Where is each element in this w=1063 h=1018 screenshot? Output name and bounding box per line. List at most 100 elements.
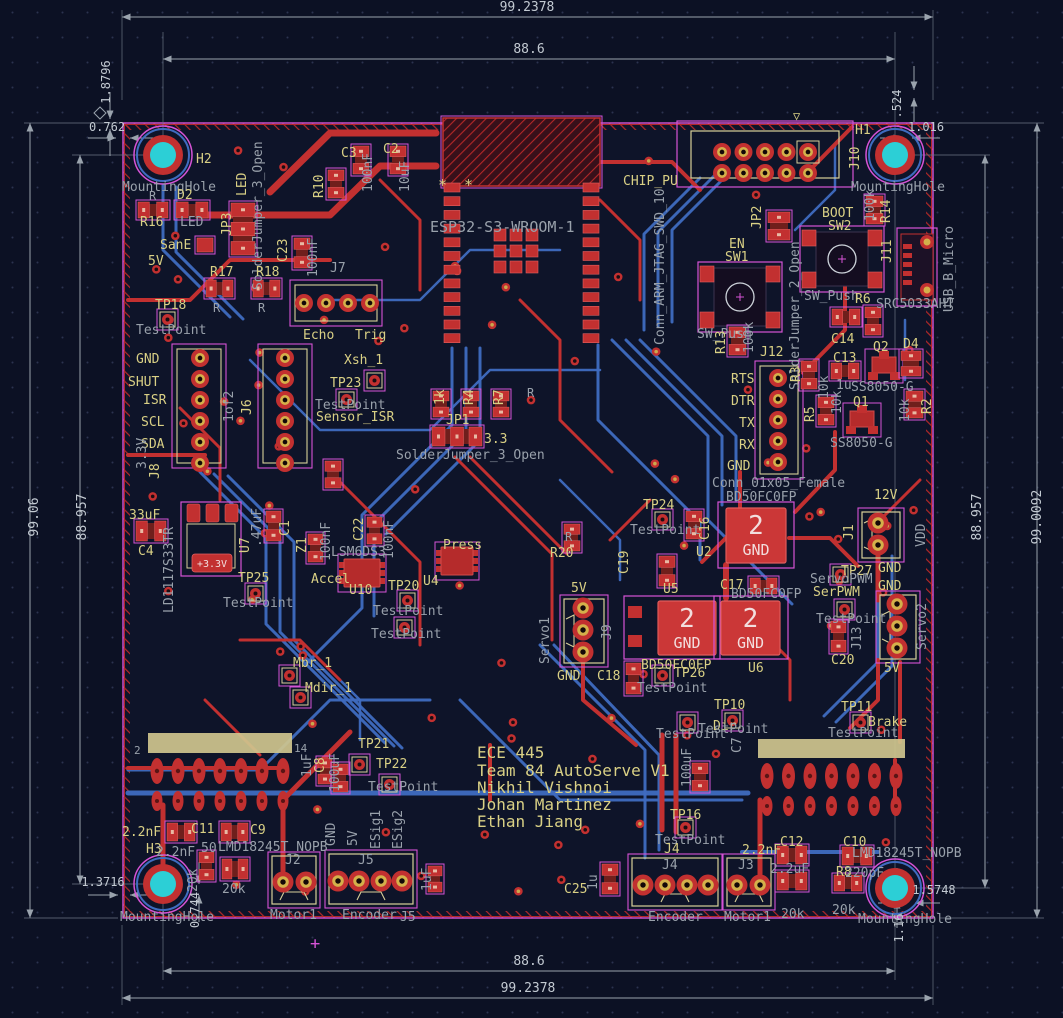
c14[interactable] xyxy=(829,306,863,328)
c22[interactable] xyxy=(364,514,385,547)
r-bank-3[interactable] xyxy=(490,388,512,420)
testpoint-tp20[interactable] xyxy=(396,589,419,612)
testpoint-tp23[interactable] xyxy=(335,388,358,411)
testpoint-xsh[interactable] xyxy=(363,369,386,392)
r2[interactable] xyxy=(903,388,926,421)
sane-pad[interactable] xyxy=(194,235,216,255)
r5[interactable] xyxy=(815,394,837,428)
d4[interactable] xyxy=(898,348,924,379)
r-bank-2[interactable] xyxy=(460,388,482,420)
en-switch-sw1[interactable] xyxy=(697,261,783,333)
c19[interactable] xyxy=(656,553,678,589)
r12[interactable] xyxy=(322,458,344,491)
pin-array-right[interactable] xyxy=(758,739,905,816)
testpoint-tp27[interactable] xyxy=(829,563,852,586)
testpoint-tp10[interactable] xyxy=(721,709,744,732)
imu-u10[interactable] xyxy=(337,553,387,593)
c17[interactable] xyxy=(747,575,780,597)
c1[interactable] xyxy=(263,508,284,544)
silk-label: GND xyxy=(727,459,751,474)
testpoint-u6[interactable] xyxy=(833,598,856,621)
c13[interactable] xyxy=(828,360,862,382)
testpoint-dir[interactable] xyxy=(676,711,699,734)
jumper-jp1[interactable] xyxy=(429,424,485,449)
conn-servo2[interactable] xyxy=(875,590,921,664)
c9[interactable] xyxy=(219,856,251,882)
c18[interactable] xyxy=(623,660,644,697)
testpoint-tp16[interactable] xyxy=(674,816,697,839)
testpoint-tp26[interactable] xyxy=(651,664,674,687)
c12b[interactable] xyxy=(774,869,810,893)
c-100uf-right[interactable] xyxy=(689,760,711,794)
c4[interactable] xyxy=(133,518,169,544)
q2[interactable] xyxy=(864,348,904,384)
r13[interactable] xyxy=(726,324,749,358)
c3[interactable] xyxy=(350,143,372,177)
testpoint-tp18[interactable] xyxy=(156,308,179,331)
c10[interactable] xyxy=(839,844,875,868)
testpoint-tp11[interactable] xyxy=(849,711,872,734)
r3[interactable] xyxy=(798,358,820,392)
testpoint-u4[interactable] xyxy=(393,616,416,639)
c25[interactable] xyxy=(599,861,621,897)
r6[interactable] xyxy=(862,304,884,338)
esp32-module-u3[interactable] xyxy=(440,115,603,344)
c11a[interactable] xyxy=(164,820,198,844)
r10[interactable] xyxy=(325,167,347,201)
fab-label: SolderJumper_3_Open xyxy=(396,448,545,463)
conn-j3-motor1[interactable] xyxy=(722,853,776,911)
r20[interactable] xyxy=(561,521,583,554)
z1[interactable] xyxy=(305,531,326,565)
conn-servo1[interactable] xyxy=(559,594,609,668)
conn-j12-uart[interactable] xyxy=(754,360,804,480)
r8[interactable] xyxy=(831,872,865,894)
boot-switch-sw2[interactable] xyxy=(799,225,885,293)
mounting-hole-h1[interactable] xyxy=(865,125,925,185)
r17[interactable] xyxy=(203,277,236,300)
jtag-connector-j10[interactable] xyxy=(676,120,854,188)
r14[interactable] xyxy=(863,193,886,227)
testpoint-tp21[interactable] xyxy=(348,753,371,776)
r16[interactable] xyxy=(135,199,171,221)
testpoint-tp24[interactable] xyxy=(651,508,674,531)
conn-j8[interactable] xyxy=(171,343,227,472)
conn-j6[interactable] xyxy=(257,343,313,472)
c2[interactable] xyxy=(387,143,409,177)
testpoint-tp25[interactable] xyxy=(244,582,267,605)
r18[interactable] xyxy=(250,277,283,300)
mounting-hole-h3[interactable] xyxy=(133,854,193,914)
conn-j1-12v[interactable] xyxy=(857,507,905,563)
usb-connector-j11[interactable] xyxy=(896,227,938,307)
c-100uf-left[interactable] xyxy=(330,761,351,795)
conn-j7-sonar[interactable] xyxy=(289,279,383,327)
conn-j4-encoder[interactable] xyxy=(627,853,723,911)
testpoint-tp22[interactable] xyxy=(378,773,401,796)
c23[interactable] xyxy=(291,235,313,271)
conn-j5-encoder[interactable] xyxy=(324,849,418,909)
vreg-u7[interactable]: +3.3V xyxy=(180,501,242,577)
led-d2[interactable] xyxy=(173,199,211,221)
q1[interactable] xyxy=(842,402,882,438)
c24[interactable] xyxy=(425,863,445,895)
c16[interactable] xyxy=(683,508,705,542)
testpoint-mdir[interactable] xyxy=(289,686,312,709)
c20[interactable] xyxy=(828,618,849,655)
silk-label: 33uF xyxy=(129,508,160,523)
r9[interactable] xyxy=(196,849,217,883)
mounting-hole-h4[interactable] xyxy=(865,858,925,918)
c11b[interactable] xyxy=(218,820,251,844)
mounting-hole-h2[interactable] xyxy=(133,125,193,185)
pressure-sensor[interactable] xyxy=(434,541,480,581)
pin-array-left[interactable] xyxy=(148,733,292,811)
conn-j2-motor1[interactable] xyxy=(267,851,321,909)
jumper-jp3[interactable] xyxy=(228,200,258,258)
testpoint-mbr[interactable] xyxy=(278,664,301,687)
jumper-jp2[interactable] xyxy=(765,209,793,243)
r-bank-1[interactable] xyxy=(430,388,452,420)
c12a[interactable] xyxy=(774,843,810,867)
